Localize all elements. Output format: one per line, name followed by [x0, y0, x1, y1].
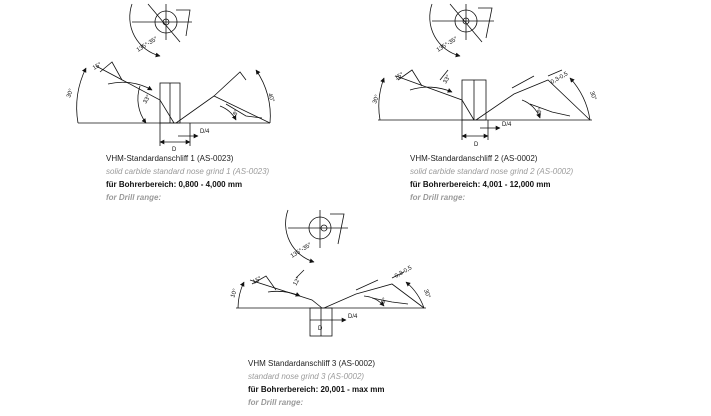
grind-2-caption: VHM-Standardanschliff 2 (AS-0002) solid …: [410, 152, 573, 204]
grind-1-side-view: 30° 15° 33° 40° 8° D D/4: [66, 61, 275, 153]
grind-2-drawing: 135°-35° 30° 15° 33° 0,3-0,5 30°: [372, 3, 597, 148]
grind-1-left-mid-angle: 15°: [92, 62, 103, 72]
grind-2-left-inner-angle: 33°: [443, 74, 453, 85]
grind-1-left-outer-angle: 30°: [66, 88, 75, 99]
grind-3-quarter-label: D/4: [348, 314, 358, 320]
grind-1-subtitle: solid carbide standard nose grind 1 (AS-…: [106, 167, 270, 176]
grind-3-caption: VHM Standardanschliff 3 (AS-0002) standa…: [248, 357, 385, 409]
grind-3-width-label: D: [318, 326, 323, 332]
grind-3-range: für Bohrerbereich: 20,001 - max mm: [248, 385, 385, 394]
grind-3-subtitle: standard nose grind 3 (AS-0002): [248, 372, 365, 381]
grind-2-range-en: for Drill range:: [410, 193, 466, 202]
grind-1-quarter-label: D/4: [200, 129, 210, 135]
grind-3-drawing: 135°-35° 10° 15° 12° 0,3-0,5 30° 8° D: [230, 209, 431, 337]
grind-2-side-view: 30° 15° 33° 0,3-0,5 30° 8° D D/4: [372, 69, 597, 148]
grind-3-left-inner-angle: 12°: [293, 276, 303, 287]
grind-1-caption: VHM-Standardanschliff 1 (AS-0023) solid …: [106, 152, 269, 204]
grind-2-right-mid-label: 0,3-0,5: [550, 71, 570, 86]
grind-2-subtitle: solid carbide standard nose grind 2 (AS-…: [410, 167, 574, 176]
grind-2-right-inner-angle: 8°: [537, 107, 545, 115]
grind-2-quarter-label: D/4: [502, 122, 512, 128]
grind-3-left-mid-angle: 15°: [252, 276, 263, 286]
grind-2-range: für Bohrerbereich: 4,001 - 12,000 mm: [410, 180, 551, 189]
grind-3-side-view: 10° 15° 12° 0,3-0,5 30° 8° D D/4: [230, 265, 431, 337]
grind-3-title: VHM Standardanschliff 3 (AS-0002): [248, 359, 376, 368]
grind-1-top-view: 135°-35°: [129, 3, 192, 58]
grind-3-right-outer-angle: 30°: [422, 289, 431, 300]
grind-1-range-en: for Drill range:: [106, 193, 162, 202]
grind-2-left-outer-angle: 30°: [372, 94, 381, 105]
grind-2-right-outer-angle: 30°: [588, 91, 597, 102]
grind-1-range: für Bohrerbereich: 0,800 - 4,000 mm: [106, 180, 243, 189]
grind-3-right-inner-angle: 8°: [381, 297, 389, 305]
grind-1-right-outer-angle: 40°: [266, 93, 275, 104]
grind-3-range-en: for Drill range:: [248, 398, 304, 407]
grind-1-right-inner-angle: 8°: [233, 109, 241, 117]
grind-3-right-mid-label: 0,3-0,5: [394, 265, 414, 280]
grind-2-top-view: 135°-35°: [429, 3, 494, 58]
grind-2-width-label: D: [474, 142, 479, 148]
grind-2-left-mid-angle: 15°: [394, 72, 405, 82]
grind-1-width-label: D: [172, 147, 177, 153]
grind-1-left-inner-angle: 33°: [143, 94, 153, 105]
grind-3-left-outer-angle: 10°: [230, 288, 239, 299]
grind-1-drawing: 135°-35° 30° 15° 33° 40° 8° D: [66, 3, 275, 153]
grind-2-title: VHM-Standardanschliff 2 (AS-0002): [410, 154, 538, 163]
grind-1-title: VHM-Standardanschliff 1 (AS-0023): [106, 154, 234, 163]
grind-3-top-view: 135°-35°: [285, 209, 348, 264]
grind-3-top-angle: 135°-35°: [290, 242, 314, 260]
